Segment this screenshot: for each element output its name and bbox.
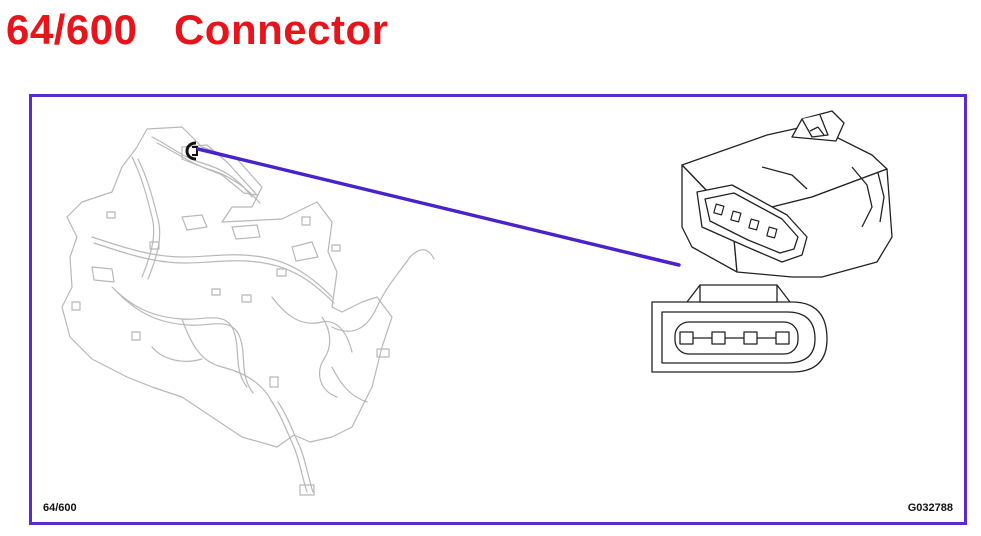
page-title: 64/600 Connector — [6, 6, 389, 53]
figure-id-label: G032788 — [907, 502, 953, 514]
connector-face-4pin — [651, 284, 828, 373]
engine-harness-drawing — [61, 126, 435, 496]
diagram-frame: 64/600 G032788 — [29, 94, 967, 525]
connector-housing-3d — [681, 110, 893, 278]
diagram-canvas — [61, 110, 893, 496]
location-marker-icon — [185, 141, 198, 161]
leader-line — [196, 147, 681, 267]
figure-section-label: 64/600 — [43, 502, 77, 514]
